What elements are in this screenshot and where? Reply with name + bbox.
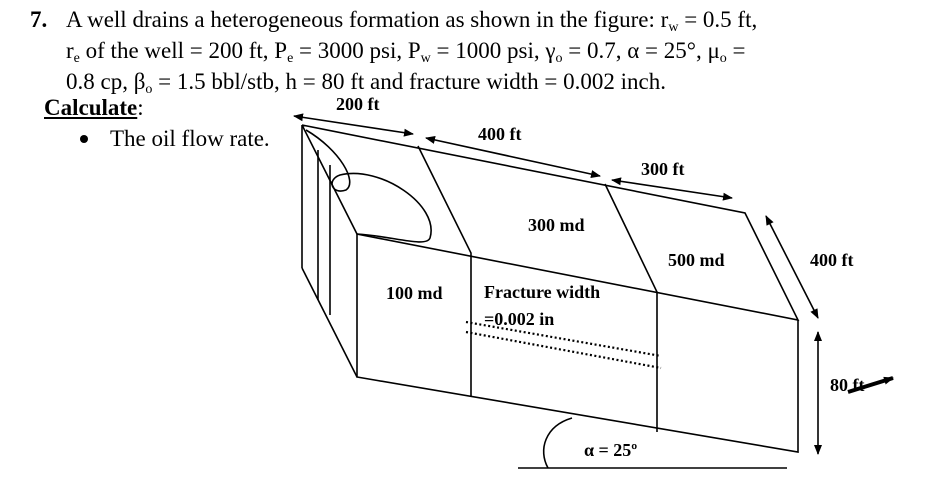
- block-front-face: [356, 234, 799, 453]
- label-side-400ft: 400 ft: [810, 250, 854, 270]
- flow-direction-arrow-icon: [847, 376, 894, 394]
- fracture: [465, 320, 662, 370]
- label-500md: 500 md: [668, 250, 725, 270]
- label-100md: 100 md: [386, 283, 443, 303]
- problem-line-2: re of the well = 200 ft, Pe = 3000 psi, …: [66, 38, 746, 66]
- problem-line-1: A well drains a heterogeneous formation …: [66, 7, 758, 35]
- label-fracture-value: =0.002 in: [484, 309, 554, 329]
- problem-line-3: 0.8 cp, βo = 1.5 bbl/stb, h = 80 ft and …: [66, 69, 666, 97]
- label-fracture-width: Fracture width: [484, 282, 600, 302]
- problem-number: 7.: [30, 7, 48, 32]
- bullet-dot-icon: [80, 134, 88, 143]
- angle-arc: [542, 417, 573, 469]
- dim-arrow-400ft: [425, 136, 601, 178]
- zone-divider-2: [604, 183, 658, 432]
- calculate-heading: Calculate:: [44, 95, 144, 120]
- zone-divider-1: [417, 145, 472, 396]
- label-400ft: 400 ft: [478, 124, 522, 144]
- dimension-arrows: [293, 113, 822, 455]
- label-200ft: 200 ft: [336, 94, 380, 114]
- label-300ft: 300 ft: [641, 159, 685, 179]
- block-bottom-left-edge: [301, 267, 358, 378]
- label-angle: α = 25º: [584, 440, 637, 460]
- dim-arrow-side-400ft: [765, 215, 819, 319]
- dim-arrow-300ft: [611, 177, 733, 201]
- label-300md: 300 md: [528, 215, 585, 235]
- bullet-item: The oil flow rate.: [80, 126, 270, 152]
- formation-block: [301, 124, 800, 453]
- label-80ft: 80 ft: [830, 375, 865, 395]
- angle-indicator: [518, 417, 787, 469]
- dim-arrow-200ft: [293, 113, 414, 137]
- flow-curve: [305, 129, 432, 243]
